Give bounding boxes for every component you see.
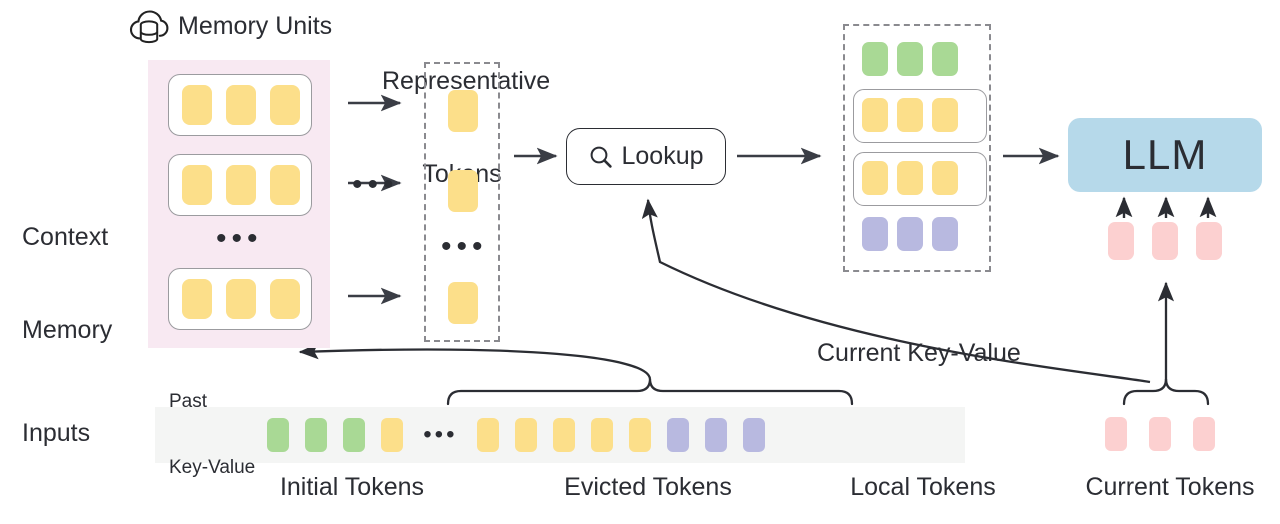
evicted-token: [591, 418, 614, 452]
initial-token: [343, 418, 366, 452]
current-token: [1193, 417, 1215, 451]
current-tokens-group: [1105, 417, 1215, 451]
diagram-canvas: Memory Units Representative Tokens Conte…: [22, 6, 1262, 501]
initial-token: [305, 418, 328, 452]
evicted-tokens-brace: [446, 378, 854, 406]
memory-token: [182, 279, 212, 319]
memory-unit[interactable]: [168, 74, 312, 136]
memory-token: [226, 85, 256, 125]
kv-token: [932, 98, 958, 132]
evicted-token: [477, 418, 500, 452]
kv-token: [862, 98, 888, 132]
memory-token: [226, 279, 256, 319]
memory-unit[interactable]: [168, 268, 312, 330]
kv-row-retrieved-2: [862, 161, 958, 195]
context-memory-label-line2: Memory: [22, 316, 113, 344]
kv-token: [897, 217, 923, 251]
kv-token: [897, 98, 923, 132]
current-kv-cache-caption-line1: Current Key-Value: [817, 339, 1021, 367]
evicted-token: [553, 418, 576, 452]
representative-tokens-box: •••: [424, 62, 500, 342]
kv-token: [932, 42, 958, 76]
kv-token: [897, 42, 923, 76]
kv-token: [932, 217, 958, 251]
evicted-to-context-memory-arrow: [298, 343, 652, 380]
kv-token: [932, 161, 958, 195]
local-tokens-caption: Local Tokens: [850, 473, 996, 501]
memory-token: [270, 279, 300, 319]
arrow-column-ellipsis: •••: [352, 168, 399, 201]
llm-label: LLM: [1122, 131, 1208, 178]
memory-units-ellipsis: •••: [216, 222, 263, 255]
magnifier-icon: [591, 146, 613, 168]
memory-unit-token-row: [182, 165, 300, 205]
kv-token: [897, 161, 923, 195]
current-token: [1152, 222, 1178, 260]
current-kv-cache-box: [843, 24, 991, 272]
current-token: [1108, 222, 1134, 260]
lookup-button[interactable]: Lookup: [566, 128, 726, 185]
past-key-value-line1: Past: [169, 391, 208, 412]
inputs-token-sequence: Past Key-Value •••: [155, 391, 766, 478]
llm-box[interactable]: LLM: [1068, 118, 1262, 192]
representative-token: [448, 90, 478, 132]
current-token-to-llm-arrows: [1115, 196, 1217, 218]
evicted-token: [515, 418, 538, 452]
kv-row-initial: [862, 42, 958, 76]
local-token: [705, 418, 728, 452]
kv-token: [862, 42, 888, 76]
memory-token: [270, 165, 300, 205]
context-memory-label: Context Memory: [22, 160, 142, 408]
current-tokens-brace: [1122, 378, 1210, 406]
llm-input-token-row: [1108, 222, 1222, 260]
evicted-tokens-caption: Evicted Tokens: [564, 473, 732, 501]
evicted-token: [629, 418, 652, 452]
local-token: [667, 418, 690, 452]
local-tokens-group: [667, 418, 766, 452]
past-key-value-label: Past Key-Value: [169, 347, 255, 523]
local-token: [743, 418, 766, 452]
kv-token: [862, 161, 888, 195]
representative-tokens-ellipsis: •••: [441, 230, 488, 263]
kv-row-local: [862, 217, 958, 251]
memory-units-label: Memory Units: [178, 11, 333, 40]
initial-token: [267, 418, 290, 452]
memory-unit-token-row: [182, 85, 300, 125]
memory-token: [182, 85, 212, 125]
memory-token: [226, 165, 256, 205]
evicted-tokens-ellipsis: •••: [423, 421, 458, 448]
kv-token: [862, 217, 888, 251]
inputs-label: Inputs: [22, 419, 91, 447]
current-token: [1196, 222, 1222, 260]
context-memory-label-line1: Context: [22, 223, 109, 251]
current-tokens-caption: Current Tokens: [1085, 473, 1255, 501]
memory-units-header: Memory Units: [128, 6, 332, 46]
memory-unit[interactable]: [168, 154, 312, 216]
representative-token: [448, 282, 478, 324]
evicted-tokens-group: •••: [381, 418, 652, 452]
evicted-token: [381, 418, 404, 452]
initial-tokens-caption: Initial Tokens: [279, 473, 425, 501]
initial-tokens-group: [267, 418, 366, 452]
inputs-strip: Past Key-Value •••: [155, 391, 965, 478]
memory-unit-token-row: [182, 279, 300, 319]
memory-token: [182, 165, 212, 205]
kv-row-retrieved-1: [862, 98, 958, 132]
cloud-database-icon: [129, 10, 169, 44]
past-key-value-line2: Key-Value: [169, 457, 256, 478]
current-token: [1149, 417, 1171, 451]
current-token: [1105, 417, 1127, 451]
memory-token: [270, 85, 300, 125]
context-memory-panel: •••: [148, 60, 330, 348]
representative-token: [448, 170, 478, 212]
lookup-label: Lookup: [621, 142, 704, 170]
